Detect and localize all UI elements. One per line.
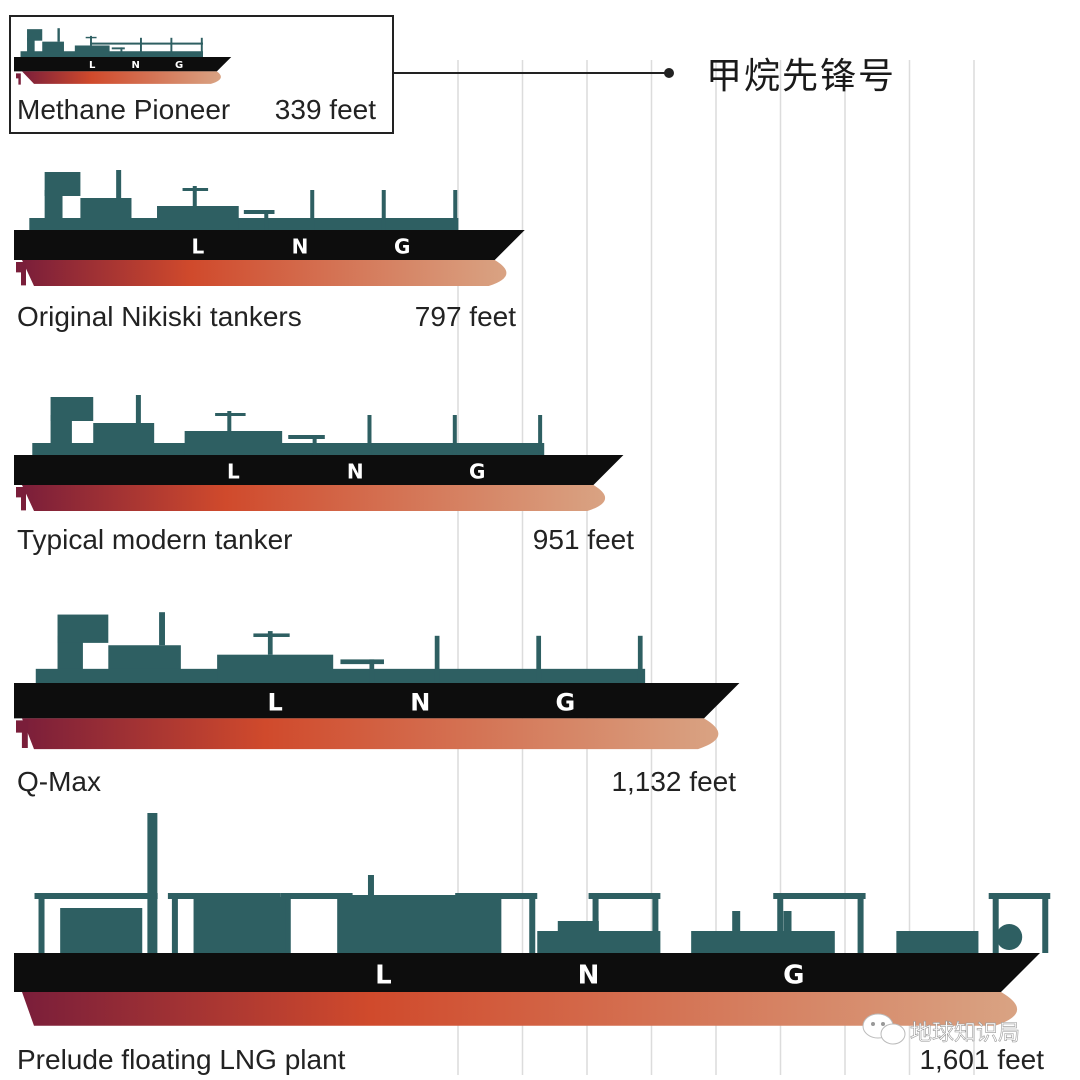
hull-letter: N: [292, 234, 309, 258]
hull-letter: N: [131, 60, 139, 71]
ship-superstructure: [34, 813, 1051, 953]
callout-label: 甲烷先锋号: [706, 56, 896, 97]
callout-dot: [664, 68, 674, 78]
ship-length-label: 1,601 feet: [919, 1044, 1044, 1075]
ship-length-bar: [22, 718, 719, 750]
hull-letter: N: [347, 459, 364, 483]
watermark-text: 地球知识局: [910, 1021, 1020, 1046]
ship-hull: [14, 683, 740, 719]
hull-letter: L: [227, 459, 240, 483]
ship-2: L N G Original Nikiski tankers 797 feet: [14, 170, 525, 332]
ship-superstructure: [32, 395, 545, 455]
ship-length-label: 339 feet: [275, 94, 376, 125]
ship-rudder: [16, 487, 26, 511]
hull-letter: G: [555, 689, 575, 717]
ship-length-label: 951 feet: [533, 524, 634, 555]
ship-1: L N G Methane Pioneer 339 feet: [14, 28, 376, 125]
ship-name: Typical modern tanker: [17, 524, 292, 555]
ship-5: L N G Prelude floating LNG plant 1,601 feet: [14, 813, 1051, 1075]
grid-lines: [457, 60, 975, 1075]
hull-letter: G: [175, 60, 183, 71]
ship-superstructure: [29, 170, 459, 230]
watermark: 地球知识局: [862, 1013, 1020, 1046]
ship-name: Methane Pioneer: [17, 94, 230, 125]
ship-hull: [14, 57, 232, 72]
wechat-icon: [862, 1013, 906, 1045]
hull-letter: L: [191, 234, 204, 258]
hull-letter: G: [469, 459, 485, 483]
ship-length-bar: [22, 260, 507, 286]
ship-length-label: 1,132 feet: [611, 766, 736, 797]
ship-4: L N G Q-Max 1,132 feet: [14, 612, 740, 797]
ship-rudder: [16, 720, 28, 749]
ship-length-bar: [22, 71, 221, 84]
ship-name: Prelude floating LNG plant: [17, 1044, 346, 1075]
ship-hull: [14, 455, 624, 485]
ship-hull: [14, 953, 1040, 992]
ship-3: L N G Typical modern tanker 951 feet: [14, 395, 634, 555]
ship-length-bar: [22, 992, 1018, 1026]
hull-letter: L: [89, 60, 96, 71]
ship-name: Original Nikiski tankers: [17, 301, 302, 332]
callout-box: [9, 15, 394, 134]
hull-letter: N: [578, 960, 600, 990]
ship-rudder: [16, 262, 26, 286]
hull-letter: L: [375, 960, 392, 990]
ship-hull: [14, 230, 525, 260]
hull-letter: N: [410, 689, 430, 717]
hull-letter: G: [783, 960, 804, 990]
hull-letter: G: [394, 234, 410, 258]
ship-superstructure: [35, 612, 646, 683]
ship-length-bar: [22, 485, 606, 511]
ship-rudder: [16, 73, 21, 85]
hull-letter: L: [268, 689, 283, 717]
ship-length-label: 797 feet: [415, 301, 516, 332]
ship-name: Q-Max: [17, 766, 101, 797]
ship-superstructure: [20, 28, 204, 57]
